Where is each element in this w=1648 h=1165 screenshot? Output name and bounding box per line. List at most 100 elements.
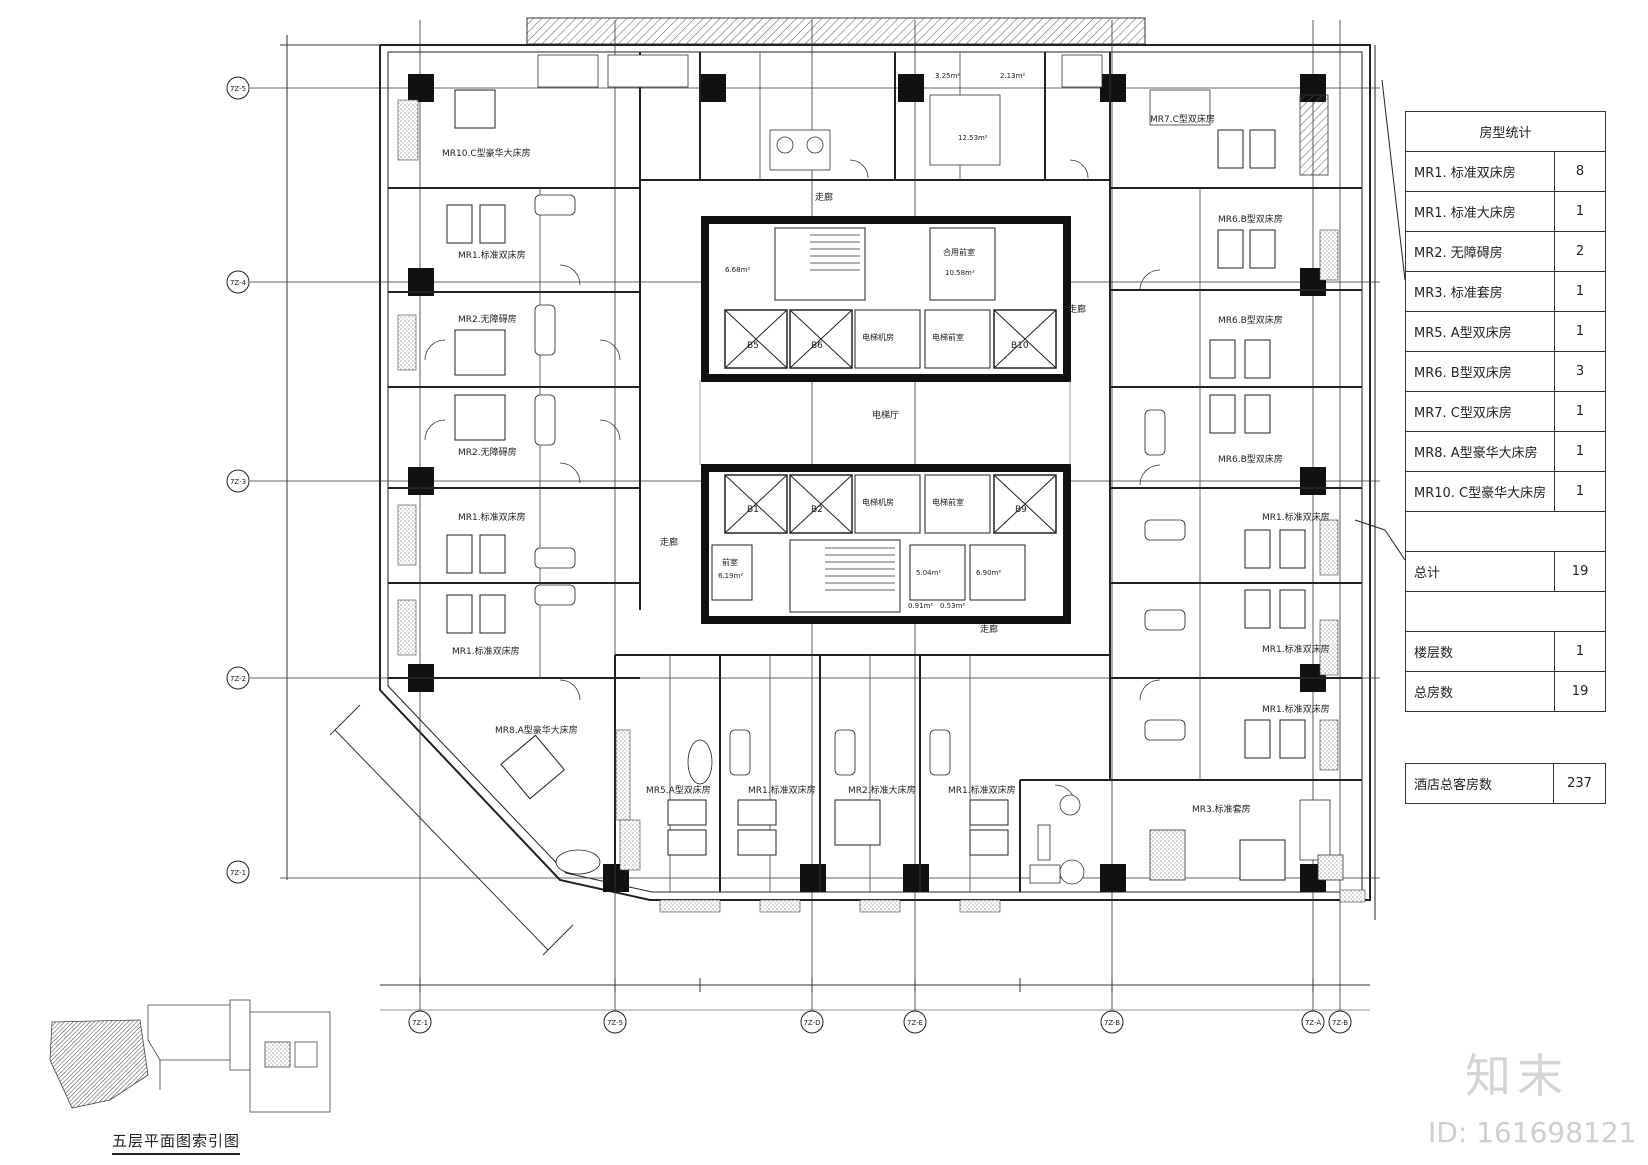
row-label: MR2. 无障碍房 — [1404, 231, 1556, 272]
axis-label-bottom-1: 7Z-1 — [412, 1019, 428, 1027]
axis-label-bottom-7: 7Z-B — [1332, 1019, 1348, 1027]
label-area-3: 6.19m² — [718, 572, 743, 580]
label-mr1-left1: MR1.标准双床房 — [458, 249, 526, 261]
row-value: 1 — [1554, 391, 1606, 432]
room-stats-table: 房型统计 MR1. 标准双床房 8 MR1. 标准大床房 1 MR2. 无障碍房… — [1404, 111, 1606, 712]
label-area-5: 6.90m² — [976, 569, 1001, 577]
axis-bubbles-bottom — [408, 1010, 1352, 1034]
row-label: MR1. 标准大床房 — [1404, 191, 1556, 232]
watermark-id: ID: 161698121 — [1428, 1116, 1637, 1149]
label-corridor-top: 走廊 — [815, 191, 833, 203]
axis-label-bottom-4: 7Z-E — [907, 1019, 923, 1027]
row-label: MR3. 标准套房 — [1404, 271, 1556, 312]
table-row-floors: 楼层数 1 — [1404, 631, 1606, 672]
building-outline — [379, 44, 1371, 901]
label-area-4: 5.04m² — [916, 569, 941, 577]
table-row: MR1. 标准双床房 8 — [1404, 151, 1606, 192]
table-row: MR6. B型双床房 3 — [1404, 351, 1606, 392]
label-mr1-right3: MR1.标准双床房 — [1262, 703, 1330, 715]
hotel-total-label: 酒店总客房数 — [1405, 763, 1554, 804]
axis-label-left-3: 7Z-3 — [230, 478, 246, 486]
label-mr10: MR10.C型豪华大床房 — [442, 147, 531, 159]
label-area-1: 6.68m² — [725, 266, 750, 274]
axis-label-bottom-6: 7Z-A — [1305, 1019, 1321, 1027]
key-plan-drawing — [49, 999, 331, 1113]
label-area-2: 10.58m² — [945, 269, 975, 277]
row-label: MR6. B型双床房 — [1404, 351, 1556, 392]
label-mr1-bot1: MR1.标准双床房 — [748, 784, 816, 796]
label-mr1-left3: MR1.标准双床房 — [452, 645, 520, 657]
label-corridor-bottom: 走廊 — [980, 623, 998, 635]
axis-label-left-2: 7Z-4 — [230, 279, 247, 287]
row-value: 1 — [1554, 471, 1606, 512]
label-mr3: MR3.标准套房 — [1192, 803, 1251, 815]
row-value: 1 — [1554, 311, 1606, 352]
watermark-logo: 知末 — [1465, 1049, 1569, 1103]
row-value: 2 — [1554, 231, 1606, 272]
empty-cell — [1405, 511, 1606, 552]
total-label: 总计 — [1404, 551, 1556, 592]
label-core-room-6: 前室 — [722, 557, 738, 567]
total-value: 19 — [1554, 551, 1606, 592]
label-mr1-left2: MR1.标准双床房 — [458, 511, 526, 523]
table-row-rooms: 总房数 19 — [1404, 671, 1606, 712]
label-mr1-right2: MR1.标准双床房 — [1262, 643, 1330, 655]
axis-label-bottom-2: 7Z-5 — [607, 1019, 623, 1027]
row-label: MR7. C型双床房 — [1404, 391, 1556, 432]
table-row: 酒店总客房数 237 — [1405, 763, 1606, 804]
table-row-empty — [1405, 591, 1606, 632]
rooms-label: 总房数 — [1404, 671, 1556, 712]
label-elevator-b2: B2 — [811, 505, 823, 515]
label-elevator-b9: B9 — [1015, 505, 1027, 515]
row-value: 1 — [1554, 431, 1606, 472]
axis-bubbles-left — [226, 76, 250, 884]
label-mr6b: MR6.B型双床房 — [1218, 314, 1283, 326]
row-label: MR1. 标准双床房 — [1404, 151, 1556, 192]
label-corridor-left: 走廊 — [660, 536, 678, 548]
floors-label: 楼层数 — [1404, 631, 1556, 672]
label-core-room-3: 电梯机房 — [862, 497, 894, 507]
row-value: 1 — [1554, 191, 1606, 232]
room-stats-title: 房型统计 — [1405, 111, 1606, 152]
label-elevator-b5: B5 — [747, 341, 759, 351]
table-row-total: 总计 19 — [1404, 551, 1606, 592]
label-area-9: 3.25m² — [935, 72, 960, 80]
label-mr8: MR8.A型豪华大床房 — [495, 724, 578, 736]
table-row: MR3. 标准套房 1 — [1404, 271, 1606, 312]
row-label: MR5. A型双床房 — [1404, 311, 1556, 352]
axis-label-left-5: 7Z-1 — [230, 869, 246, 877]
axis-label-bottom-3: 7Z-D — [803, 1019, 820, 1027]
label-mr1-right1: MR1.标准双床房 — [1262, 511, 1330, 523]
empty-cell — [1405, 591, 1606, 632]
label-area-7: 0.53m² — [940, 602, 965, 610]
rooms-value: 19 — [1554, 671, 1606, 712]
row-value: 8 — [1554, 151, 1606, 192]
label-area-8: 12.53m² — [958, 134, 988, 142]
label-mr6c: MR6.B型双床房 — [1218, 453, 1283, 465]
table-row: MR10. C型豪华大床房 1 — [1404, 471, 1606, 512]
table-row-empty — [1405, 511, 1606, 552]
label-elevator-b6: B6 — [811, 341, 823, 351]
label-corridor-right: 走廊 — [1068, 303, 1086, 315]
floors-value: 1 — [1554, 631, 1606, 672]
row-label: MR8. A型豪华大床房 — [1404, 431, 1556, 472]
row-label: MR10. C型豪华大床房 — [1404, 471, 1556, 512]
key-plan-caption: 五层平面图索引图 — [112, 1130, 241, 1155]
table-row: MR1. 标准大床房 1 — [1404, 191, 1606, 232]
table-row: MR8. A型豪华大床房 1 — [1404, 431, 1606, 472]
label-mr1-bot2: MR1.标准双床房 — [948, 784, 1016, 796]
label-area-10: 2.13m² — [1000, 72, 1025, 80]
label-core-room-5: 合用前室 — [943, 247, 975, 257]
label-mr2-left2: MR2.无障碍房 — [458, 446, 517, 458]
table-row: MR5. A型双床房 1 — [1404, 311, 1606, 352]
row-value: 3 — [1554, 351, 1606, 392]
label-mr6a: MR6.B型双床房 — [1218, 213, 1283, 225]
hotel-total-value: 237 — [1553, 763, 1606, 804]
label-elevator-hall: 电梯厅 — [872, 409, 899, 421]
label-mr5: MR5.A型双床房 — [646, 784, 711, 796]
central-core — [699, 216, 1071, 624]
label-elevator-b10: B10 — [1011, 341, 1029, 351]
label-mr7: MR7.C型双床房 — [1150, 113, 1215, 125]
